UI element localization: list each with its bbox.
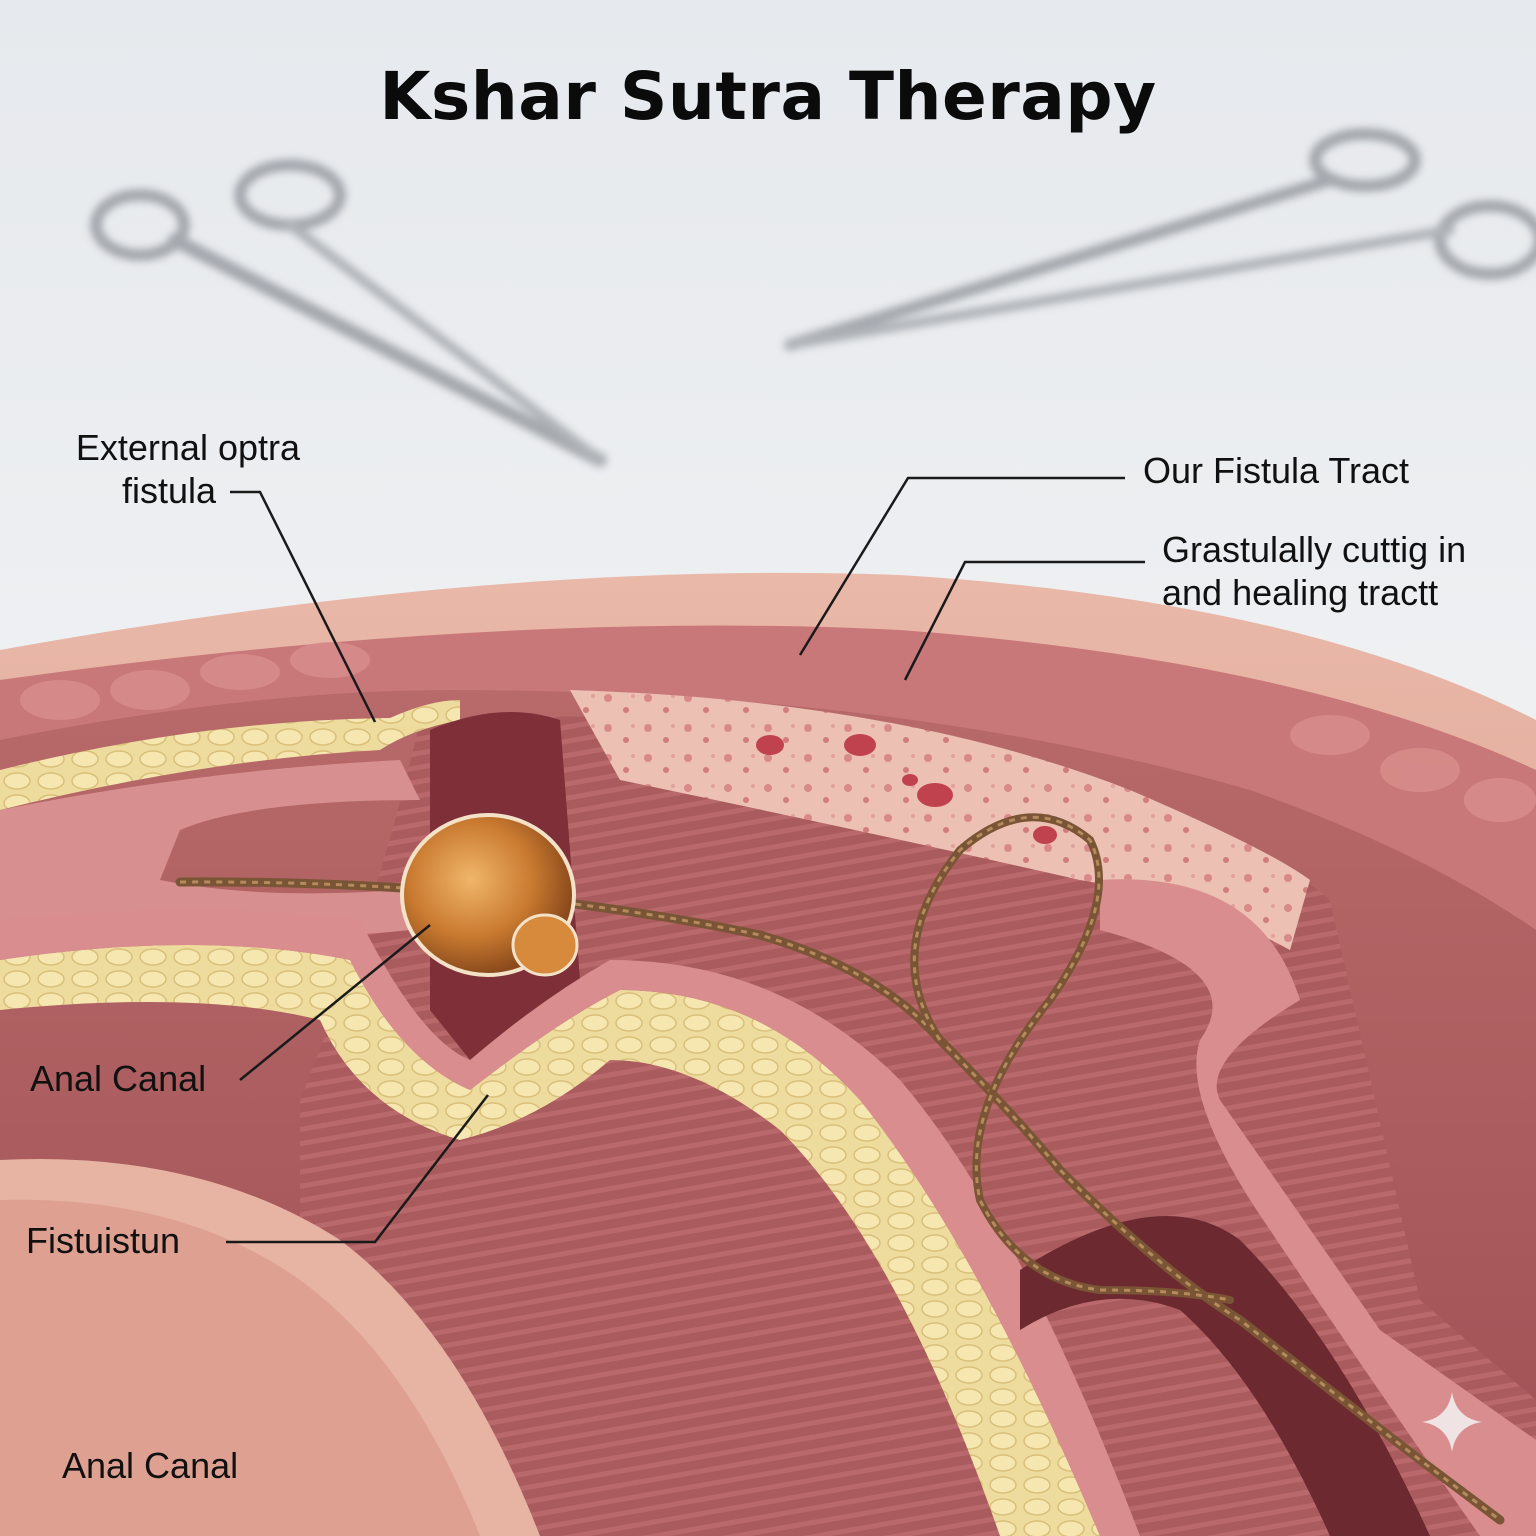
label-gradually-cutting: Grastulally cuttig in and healing tractt bbox=[1162, 528, 1466, 614]
label-anal-canal-upper: Anal Canal bbox=[30, 1058, 207, 1099]
label-fistuistun: Fistuistun bbox=[26, 1220, 181, 1261]
label-external-fistula: External optra fistula bbox=[30, 426, 300, 512]
leader-our-fistula-tract bbox=[798, 476, 1125, 656]
leader-gradually bbox=[903, 560, 1145, 681]
label-anal-canal-lower: Anal Canal bbox=[62, 1445, 239, 1486]
sparkle-icon bbox=[1422, 1392, 1482, 1452]
leader-external bbox=[230, 490, 377, 723]
surgical-forceps-icon bbox=[784, 128, 1536, 351]
fat-layer-upper bbox=[0, 700, 460, 810]
mucosa-lower bbox=[0, 910, 1140, 1536]
label-gradually-line2: and healing tractt bbox=[1162, 572, 1439, 613]
leader-fistuistun bbox=[226, 1094, 489, 1244]
mucosa-fold bbox=[0, 760, 420, 938]
mucosa-right bbox=[1100, 879, 1536, 1536]
label-external-line1: External optra bbox=[75, 427, 300, 468]
surgical-forceps-icon bbox=[90, 159, 607, 467]
fat-layer-lower bbox=[0, 945, 1100, 1536]
label-our-fistula-tract: Our Fistula Tract bbox=[1143, 450, 1410, 491]
label-external-line2: fistula bbox=[121, 470, 216, 511]
medicated-bead bbox=[400, 813, 579, 977]
page-title: Kshar Sutra Therapy bbox=[379, 58, 1157, 135]
tract-tunnel bbox=[1020, 1216, 1430, 1536]
label-gradually-line1: Grastulally cuttig in bbox=[1162, 529, 1467, 570]
leader-lines bbox=[226, 476, 1145, 1244]
leader-anal-canal bbox=[239, 924, 431, 1081]
